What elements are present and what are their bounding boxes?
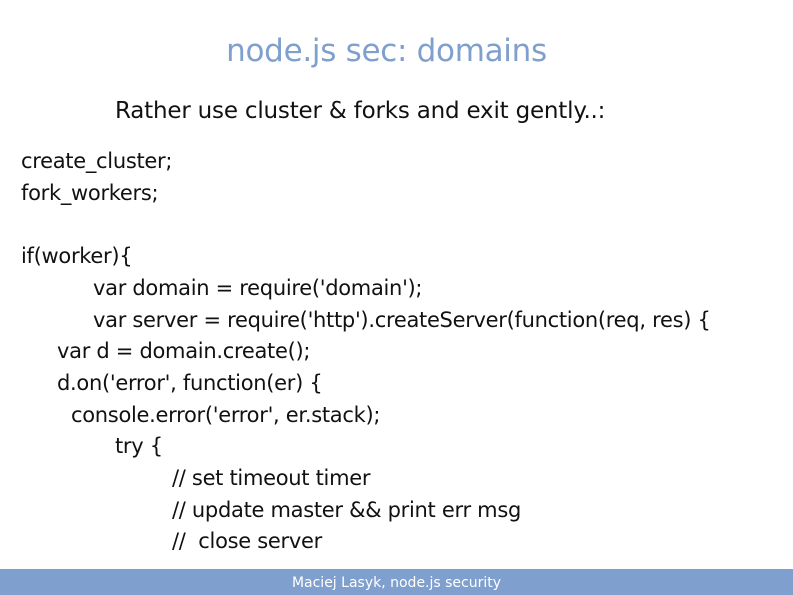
code-line: // update master && print err msg (172, 498, 521, 522)
code-line: d.on('error', function(er) { (57, 371, 323, 395)
code-line: var domain = require('domain'); (93, 276, 423, 300)
slide-footer: Maciej Lasyk, node.js security (0, 569, 793, 595)
slide-title: node.js sec: domains (226, 33, 547, 69)
code-line: // set timeout timer (172, 466, 371, 490)
code-line: var d = domain.create(); (57, 339, 311, 363)
code-line: create_cluster; (21, 149, 173, 173)
code-line: console.error('error', er.stack); (71, 403, 381, 427)
code-line: if(worker){ (21, 244, 133, 268)
code-line: var server = require('http').createServe… (93, 308, 711, 332)
code-line: try { (115, 434, 163, 458)
slide-subtitle: Rather use cluster & forks and exit gent… (115, 98, 606, 124)
code-line: // close server (172, 529, 322, 553)
code-line: fork_workers; (21, 181, 159, 205)
